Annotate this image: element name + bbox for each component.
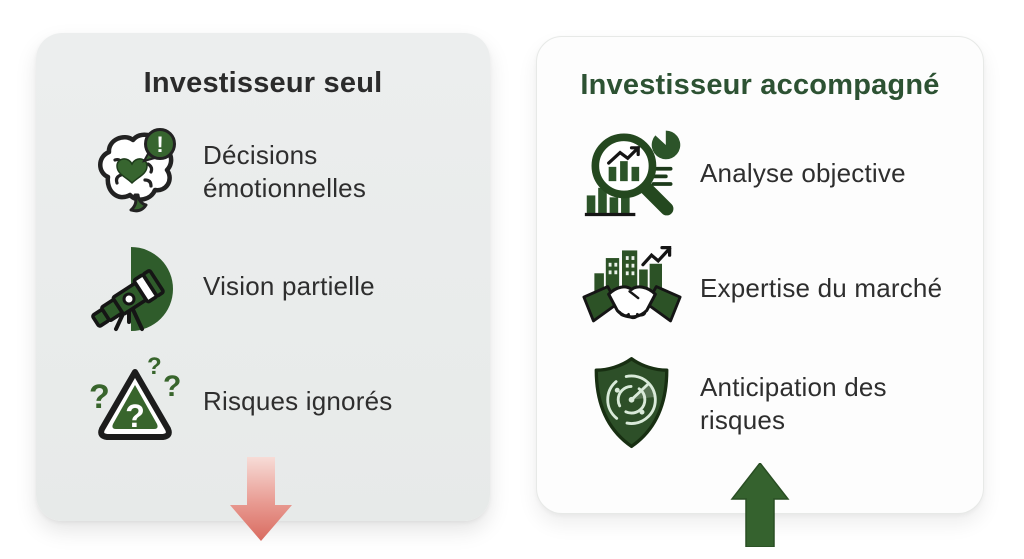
list-item: Analyse objective (579, 122, 983, 225)
accompanied-investor-list: Analyse objective (537, 122, 983, 455)
list-item-label: Expertise du marché (700, 273, 943, 304)
list-item: ? ? ? ? Risques ignorés (82, 350, 490, 453)
analysis-magnifier-icon (579, 122, 685, 225)
solo-investor-card: Investisseur seul ! Décisions émotionnel… (36, 33, 490, 521)
svg-text:!: ! (156, 132, 163, 157)
solo-investor-list: ! Décisions émotionnelles (36, 120, 490, 453)
svg-text:?: ? (125, 398, 145, 434)
accompanied-investor-card: Investisseur accompagné (536, 36, 984, 514)
svg-text:?: ? (163, 370, 181, 403)
svg-text:?: ? (89, 378, 110, 416)
list-item-label: Risques ignorés (203, 386, 393, 417)
list-item: Anticipation des risques (579, 352, 983, 455)
svg-text:?: ? (147, 353, 162, 380)
telescope-icon (82, 235, 188, 338)
accompanied-investor-title: Investisseur accompagné (580, 69, 940, 101)
list-item-label: Anticipation des risques (700, 371, 887, 435)
shield-radar-icon (579, 352, 685, 455)
emotional-brain-icon: ! (82, 120, 188, 223)
handshake-market-icon (579, 237, 685, 340)
solo-investor-title: Investisseur seul (143, 67, 383, 99)
positive-up-arrow-icon (729, 461, 791, 552)
list-item-label: Décisions émotionnelles (203, 139, 367, 203)
negative-down-arrow-icon (226, 457, 296, 546)
list-item: Expertise du marché (579, 237, 983, 340)
list-item-label: Analyse objective (700, 158, 906, 189)
list-item: Vision partielle (82, 235, 490, 338)
risk-triangle-icon: ? ? ? ? (82, 350, 188, 453)
list-item-label: Vision partielle (203, 271, 375, 302)
list-item: ! Décisions émotionnelles (82, 120, 490, 223)
